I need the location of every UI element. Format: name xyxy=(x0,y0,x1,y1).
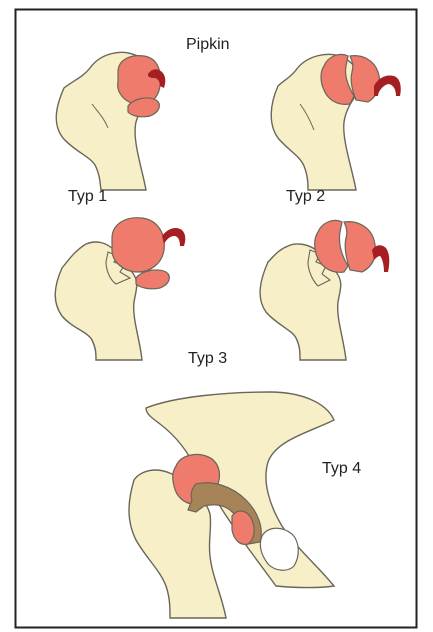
label-type-1: Typ 1 xyxy=(68,188,107,206)
figure-title: Pipkin xyxy=(186,36,230,54)
label-type-4: Typ 4 xyxy=(322,460,361,478)
label-type-3: Typ 3 xyxy=(188,350,227,368)
label-type-2: Typ 2 xyxy=(286,188,325,206)
femoral-head xyxy=(112,218,164,272)
femoral-head xyxy=(118,56,161,105)
